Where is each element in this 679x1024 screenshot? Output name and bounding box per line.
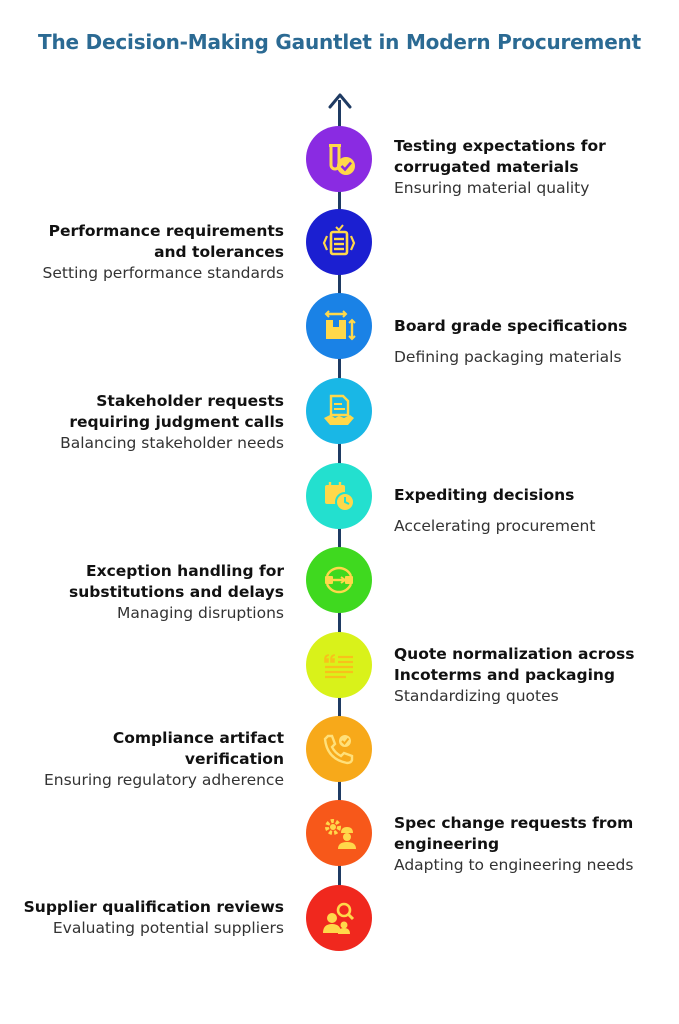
step-7-heading: Quote normalization across Incoterms and…	[394, 645, 635, 684]
people-search-icon	[323, 902, 355, 934]
step-6-text: Exception handling for substitutions and…	[14, 561, 284, 624]
step-3-sub: Defining packaging materials	[394, 348, 622, 366]
step-1-heading: Testing expectations for corrugated mate…	[394, 137, 606, 176]
step-8-sub: Ensuring regulatory adherence	[43, 771, 284, 789]
arrow-up-icon	[328, 93, 352, 109]
step-8-text: Compliance artifact verification Ensurin…	[14, 728, 284, 791]
step-6-node	[306, 547, 372, 613]
step-10-text: Supplier qualification reviews Evaluatin…	[14, 897, 284, 939]
step-8-heading: Compliance artifact verification	[112, 729, 284, 768]
step-1-sub: Ensuring material quality	[394, 179, 590, 197]
box-dimensions-icon	[324, 310, 356, 341]
step-2-node	[306, 209, 372, 275]
gear-engineer-icon	[325, 819, 356, 849]
step-5-heading: Expediting decisions	[394, 486, 575, 504]
test-tube-check-icon	[329, 144, 355, 175]
step-8-node	[306, 716, 372, 782]
step-3-heading: Board grade specifications	[394, 317, 628, 335]
step-4-node	[306, 378, 372, 444]
step-6-sub: Managing disruptions	[117, 604, 284, 622]
step-9-sub: Adapting to engineering needs	[394, 856, 634, 874]
step-5-sub: Accelerating procurement	[394, 517, 596, 535]
checklist-tolerance-icon	[322, 224, 356, 256]
step-7-sub: Standardizing quotes	[394, 687, 559, 705]
swap-arrows-icon	[325, 566, 353, 594]
step-3-text: Board grade specifications Defining pack…	[394, 316, 664, 368]
step-9-text: Spec change requests from engineering Ad…	[394, 813, 664, 876]
step-6-heading: Exception handling for substitutions and…	[69, 562, 284, 601]
step-2-sub: Setting performance standards	[42, 264, 284, 282]
step-2-text: Performance requirements and tolerances …	[14, 221, 284, 284]
step-7-node	[306, 632, 372, 698]
step-10-node	[306, 885, 372, 951]
step-4-text: Stakeholder requests requiring judgment …	[14, 391, 284, 454]
step-10-heading: Supplier qualification reviews	[23, 898, 284, 916]
step-7-text: Quote normalization across Incoterms and…	[394, 644, 664, 707]
step-9-heading: Spec change requests from engineering	[394, 814, 634, 853]
step-1-node	[306, 126, 372, 192]
calendar-clock-icon	[325, 482, 355, 512]
step-3-node	[306, 293, 372, 359]
step-10-sub: Evaluating potential suppliers	[52, 919, 284, 937]
step-2-heading: Performance requirements and tolerances	[48, 222, 284, 261]
page-title: The Decision-Making Gauntlet in Modern P…	[38, 30, 641, 54]
compliance-check-icon	[323, 734, 354, 765]
step-5-text: Expediting decisions Accelerating procur…	[394, 485, 664, 537]
step-4-heading: Stakeholder requests requiring judgment …	[69, 392, 284, 431]
quote-lines-icon	[324, 654, 353, 679]
step-1-text: Testing expectations for corrugated mate…	[394, 136, 664, 199]
step-5-node	[306, 463, 372, 529]
step-9-node	[306, 800, 372, 866]
handshake-document-icon	[324, 394, 354, 425]
step-4-sub: Balancing stakeholder needs	[60, 434, 284, 452]
